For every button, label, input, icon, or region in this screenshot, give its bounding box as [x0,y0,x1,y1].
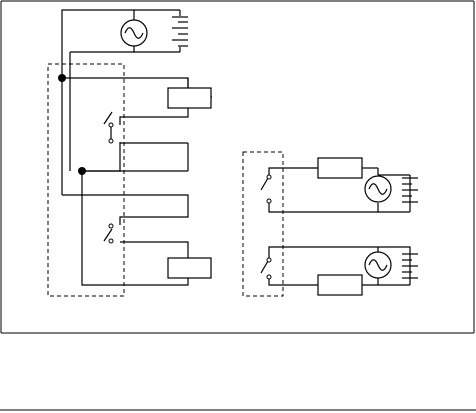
relay-group-outline [48,64,124,296]
switch-contact-icon [104,224,113,243]
right-circuit [243,152,418,296]
ac-source-icon [121,20,147,46]
ac-source-icon [365,252,391,278]
figure-border [1,1,474,333]
left-circuit [48,10,212,296]
relay-coil-icon [318,275,362,295]
relay-coil-icon [168,88,211,108]
switch-contact-icon [261,175,271,203]
relay-coil-icon [168,258,211,278]
relay-group-outline [243,152,283,296]
battery-icon [172,17,188,46]
switch-contact-icon [104,112,113,143]
relay-coil-icon [318,158,362,178]
ac-source-icon [365,176,391,202]
switch-contact-icon [261,258,271,279]
